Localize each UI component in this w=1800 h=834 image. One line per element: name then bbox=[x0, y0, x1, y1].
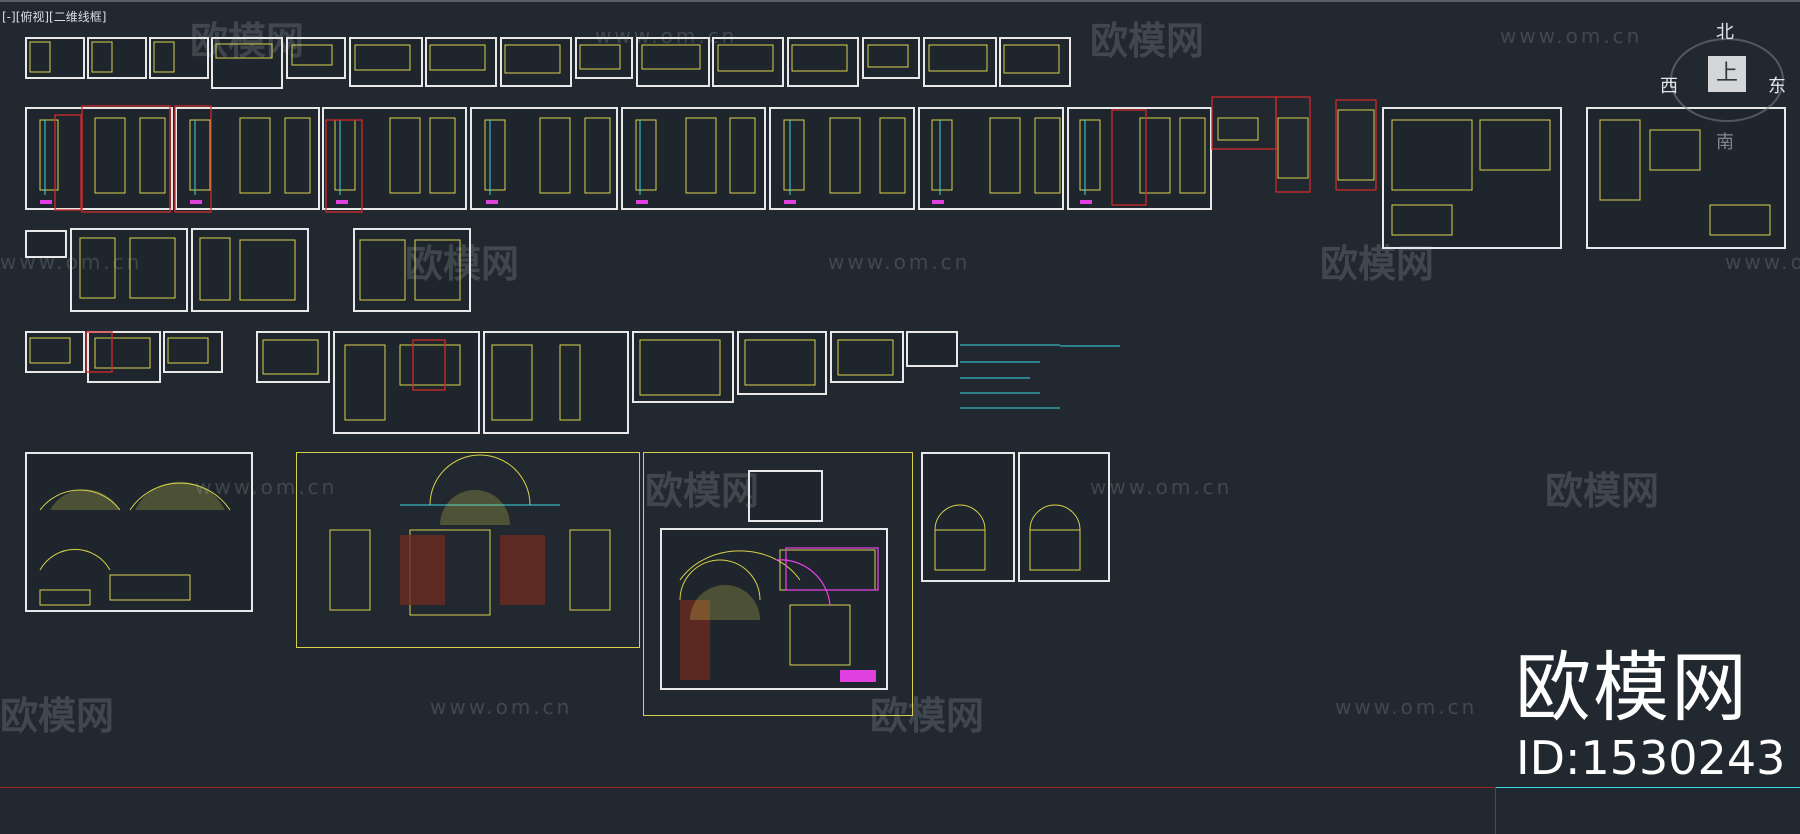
drawing-sheet[interactable] bbox=[621, 107, 766, 210]
watermark-brand: 欧模网 bbox=[1090, 19, 1205, 63]
watermark-url: www.om.cn bbox=[1090, 475, 1233, 499]
watermark-url: www.om.cn bbox=[430, 695, 573, 719]
drawing-sheet[interactable] bbox=[1586, 107, 1786, 249]
viewcube-east-label[interactable]: 东 bbox=[1768, 76, 1786, 97]
drawing-sheet[interactable] bbox=[737, 331, 827, 395]
drawing-sheet[interactable] bbox=[918, 107, 1064, 210]
viewcube-north-label[interactable]: 北 bbox=[1716, 22, 1734, 43]
ucs-x-axis-line bbox=[1495, 787, 1800, 788]
drawing-sheet[interactable] bbox=[1067, 107, 1212, 210]
drawing-sheet[interactable] bbox=[748, 470, 823, 522]
viewport-top-border bbox=[0, 0, 1800, 2]
drawing-sheet[interactable] bbox=[25, 37, 85, 79]
watermark-url: www.om.cn bbox=[1725, 250, 1800, 274]
watermark-large-brand: 欧模网 bbox=[1515, 643, 1749, 732]
watermark-brand: 欧模网 bbox=[870, 694, 985, 738]
drawing-sheet[interactable] bbox=[256, 331, 330, 383]
ucs-y-axis-line bbox=[1495, 787, 1496, 834]
drawing-sheet[interactable] bbox=[87, 37, 147, 79]
drawing-sheet[interactable] bbox=[25, 331, 85, 373]
watermark-url: www.om.cn bbox=[595, 24, 738, 48]
drawing-sheet[interactable] bbox=[999, 37, 1071, 87]
watermark-brand: 欧模网 bbox=[1545, 469, 1660, 513]
drawing-sheet[interactable] bbox=[25, 107, 173, 210]
drawing-sheet[interactable] bbox=[483, 331, 629, 434]
drawing-sheet[interactable] bbox=[163, 331, 223, 373]
drawing-sheet[interactable] bbox=[632, 331, 734, 403]
drawing-sheet[interactable] bbox=[660, 528, 888, 690]
drawing-frame[interactable] bbox=[643, 452, 913, 716]
watermark-brand: 欧模网 bbox=[405, 242, 520, 286]
drawing-sheet[interactable] bbox=[349, 37, 423, 87]
watermark-brand: 欧模网 bbox=[190, 19, 305, 63]
watermark-brand: 欧模网 bbox=[0, 694, 115, 738]
drawing-sheet[interactable] bbox=[1018, 452, 1110, 582]
drawing-sheet[interactable] bbox=[191, 228, 309, 312]
drawing-sheet[interactable] bbox=[1382, 107, 1562, 249]
viewcube-compass-ring[interactable] bbox=[1670, 38, 1784, 122]
viewcube-south-label[interactable]: 南 bbox=[1716, 132, 1734, 153]
viewcube[interactable]: 北 西 东 南 上 bbox=[1650, 10, 1790, 153]
drawing-sheet[interactable] bbox=[830, 331, 904, 383]
watermark-url: www.om.cn bbox=[195, 475, 338, 499]
drawing-sheet[interactable] bbox=[500, 37, 572, 87]
viewcube-west-label[interactable]: 西 bbox=[1660, 76, 1678, 97]
watermark-url: www.om.cn bbox=[0, 250, 143, 274]
drawing-sheet[interactable] bbox=[923, 37, 997, 87]
drawing-sheet[interactable] bbox=[322, 107, 467, 210]
drawing-sheet[interactable] bbox=[333, 331, 480, 434]
drawing-sheet[interactable] bbox=[87, 331, 161, 383]
drawing-sheet[interactable] bbox=[470, 107, 618, 210]
viewport-controls-label[interactable]: [-][俯视][二维线框] bbox=[2, 10, 107, 24]
drawing-sheet[interactable] bbox=[425, 37, 497, 87]
drawing-sheet[interactable] bbox=[25, 230, 67, 258]
drawing-frame[interactable] bbox=[296, 452, 640, 648]
watermark-brand: 欧模网 bbox=[1320, 242, 1435, 286]
watermark-url: www.om.cn bbox=[1335, 695, 1478, 719]
drawing-sheet[interactable] bbox=[175, 107, 320, 210]
drawing-sheet[interactable] bbox=[769, 107, 915, 210]
drawing-sheet[interactable] bbox=[906, 331, 958, 367]
watermark-id: ID:1530243 bbox=[1516, 731, 1786, 785]
watermark-url: www.om.cn bbox=[828, 250, 971, 274]
drawing-sheet[interactable] bbox=[921, 452, 1015, 582]
viewcube-top-face[interactable]: 上 bbox=[1708, 56, 1746, 92]
drawing-sheet[interactable] bbox=[862, 37, 920, 79]
watermark-brand: 欧模网 bbox=[645, 469, 760, 513]
watermark-url: www.om.cn bbox=[1500, 24, 1643, 48]
ucs-x-axis-line bbox=[0, 787, 1495, 788]
drawing-sheet[interactable] bbox=[787, 37, 859, 87]
